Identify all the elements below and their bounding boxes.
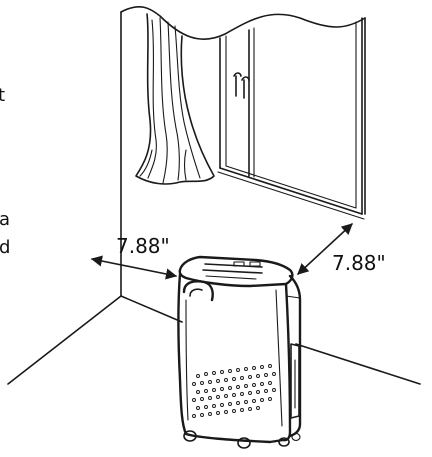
right-clearance-arrow — [297, 223, 353, 275]
curtain — [135, 13, 215, 185]
edge-text-fragment-2: a — [0, 209, 10, 230]
left-clearance-label: 7.88" — [116, 234, 170, 258]
right-clearance-dimension: 7.88" — [297, 223, 386, 275]
edge-text-fragment-3: d — [0, 237, 10, 258]
left-clearance-arrow — [90, 255, 178, 280]
air-vent-dots — [192, 364, 276, 418]
room-walls — [7, 5, 421, 385]
caster-wheels — [183, 430, 301, 449]
right-clearance-label: 7.88" — [332, 251, 386, 275]
window — [217, 17, 365, 220]
left-clearance-dimension: 7.88" — [90, 234, 178, 280]
dehumidifier-unit — [177, 255, 302, 449]
edge-text-fragment-1: t — [0, 85, 5, 106]
